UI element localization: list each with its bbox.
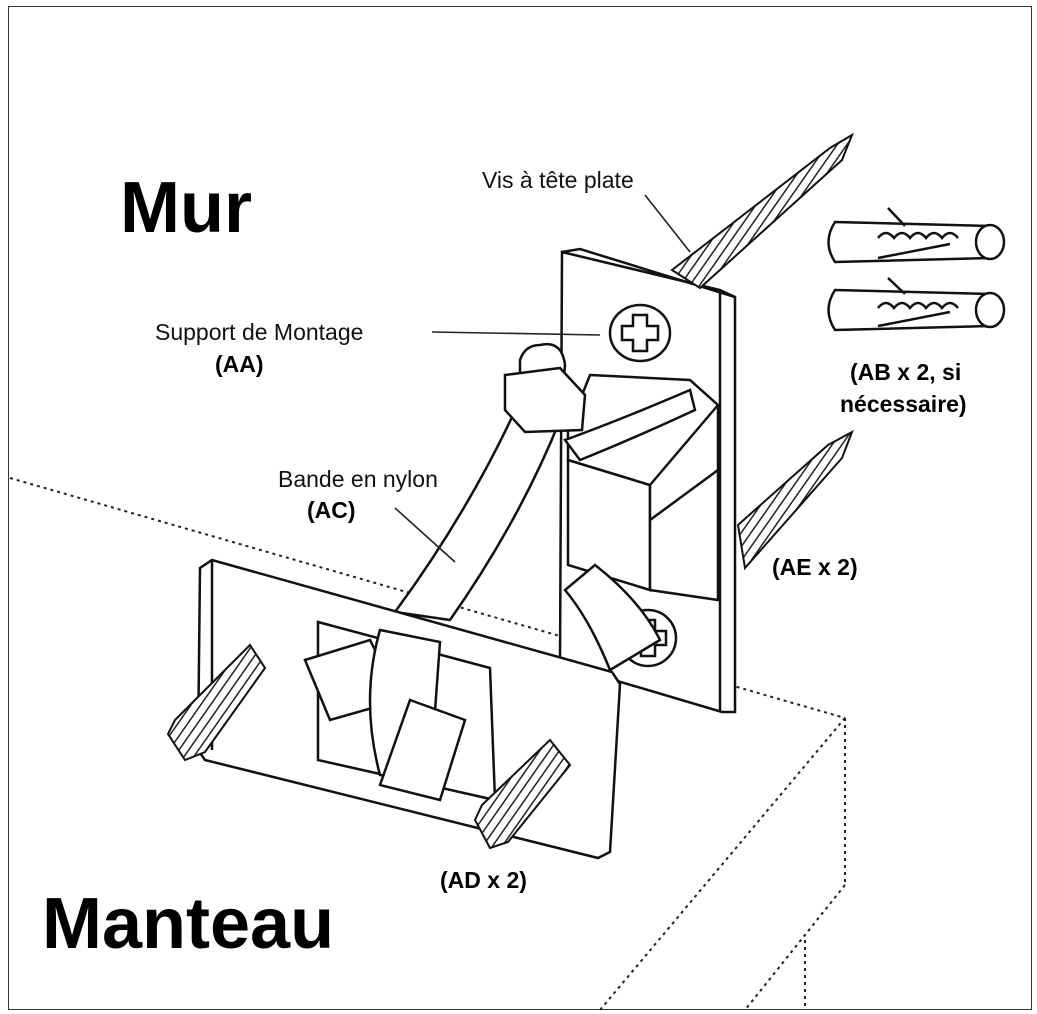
screw-label: Vis à tête plate <box>482 167 634 193</box>
wall-anchor-top-icon <box>827 207 1006 264</box>
screw-head-top-icon <box>608 303 672 363</box>
bracket-code: (AA) <box>215 351 264 377</box>
mantel-title: Manteau <box>42 884 334 964</box>
strap-label: Bande en nylon <box>278 466 438 492</box>
anchor-code-line1: (AB x 2, si <box>850 359 961 385</box>
mantel-slot <box>303 620 497 802</box>
mantel-screw-code: (AD x 2) <box>440 867 527 893</box>
strap-code: (AC) <box>307 497 356 523</box>
bracket-label: Support de Montage <box>155 319 363 345</box>
leader-lines <box>394 194 691 563</box>
mantel-screw-right-icon <box>473 738 572 850</box>
wall-screw-top-icon <box>670 132 855 290</box>
wall-screw-bottom-icon <box>736 429 854 571</box>
wall-title: Mur <box>120 168 252 248</box>
mantel-screw-left-icon <box>166 643 267 762</box>
nylon-strap <box>392 342 697 672</box>
wall-screw-code: (AE x 2) <box>772 554 858 580</box>
wall-anchor-bottom-icon <box>827 277 1006 332</box>
anchor-code-line2: nécessaire) <box>840 391 967 417</box>
